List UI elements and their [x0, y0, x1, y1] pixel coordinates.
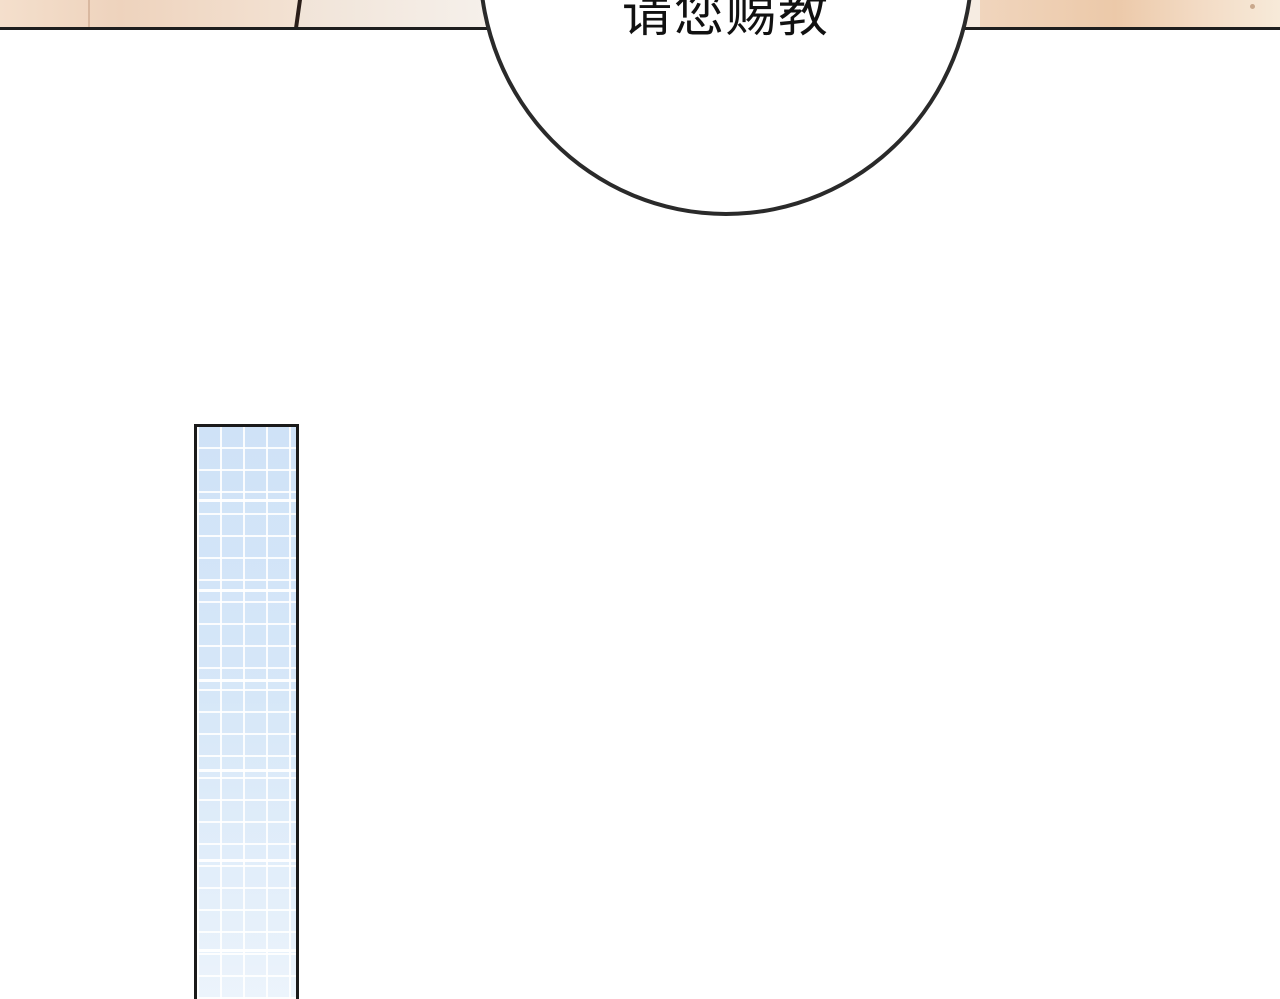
panel-art-left: [0, 0, 300, 28]
window-frame-line: [197, 949, 296, 952]
window-frame-line: [197, 589, 296, 592]
window-frame-line: [197, 859, 296, 862]
panel-art-stroke: [88, 0, 90, 28]
window-frame-line: [197, 499, 296, 502]
window-frame-line: [197, 679, 296, 682]
window-frame-line: [197, 769, 296, 772]
speech-bubble-text: 请您赐教: [622, 0, 830, 43]
panel-art-right: [980, 0, 1280, 28]
window-grid-panel: [194, 424, 299, 999]
panel-art-dot: [1250, 4, 1255, 9]
